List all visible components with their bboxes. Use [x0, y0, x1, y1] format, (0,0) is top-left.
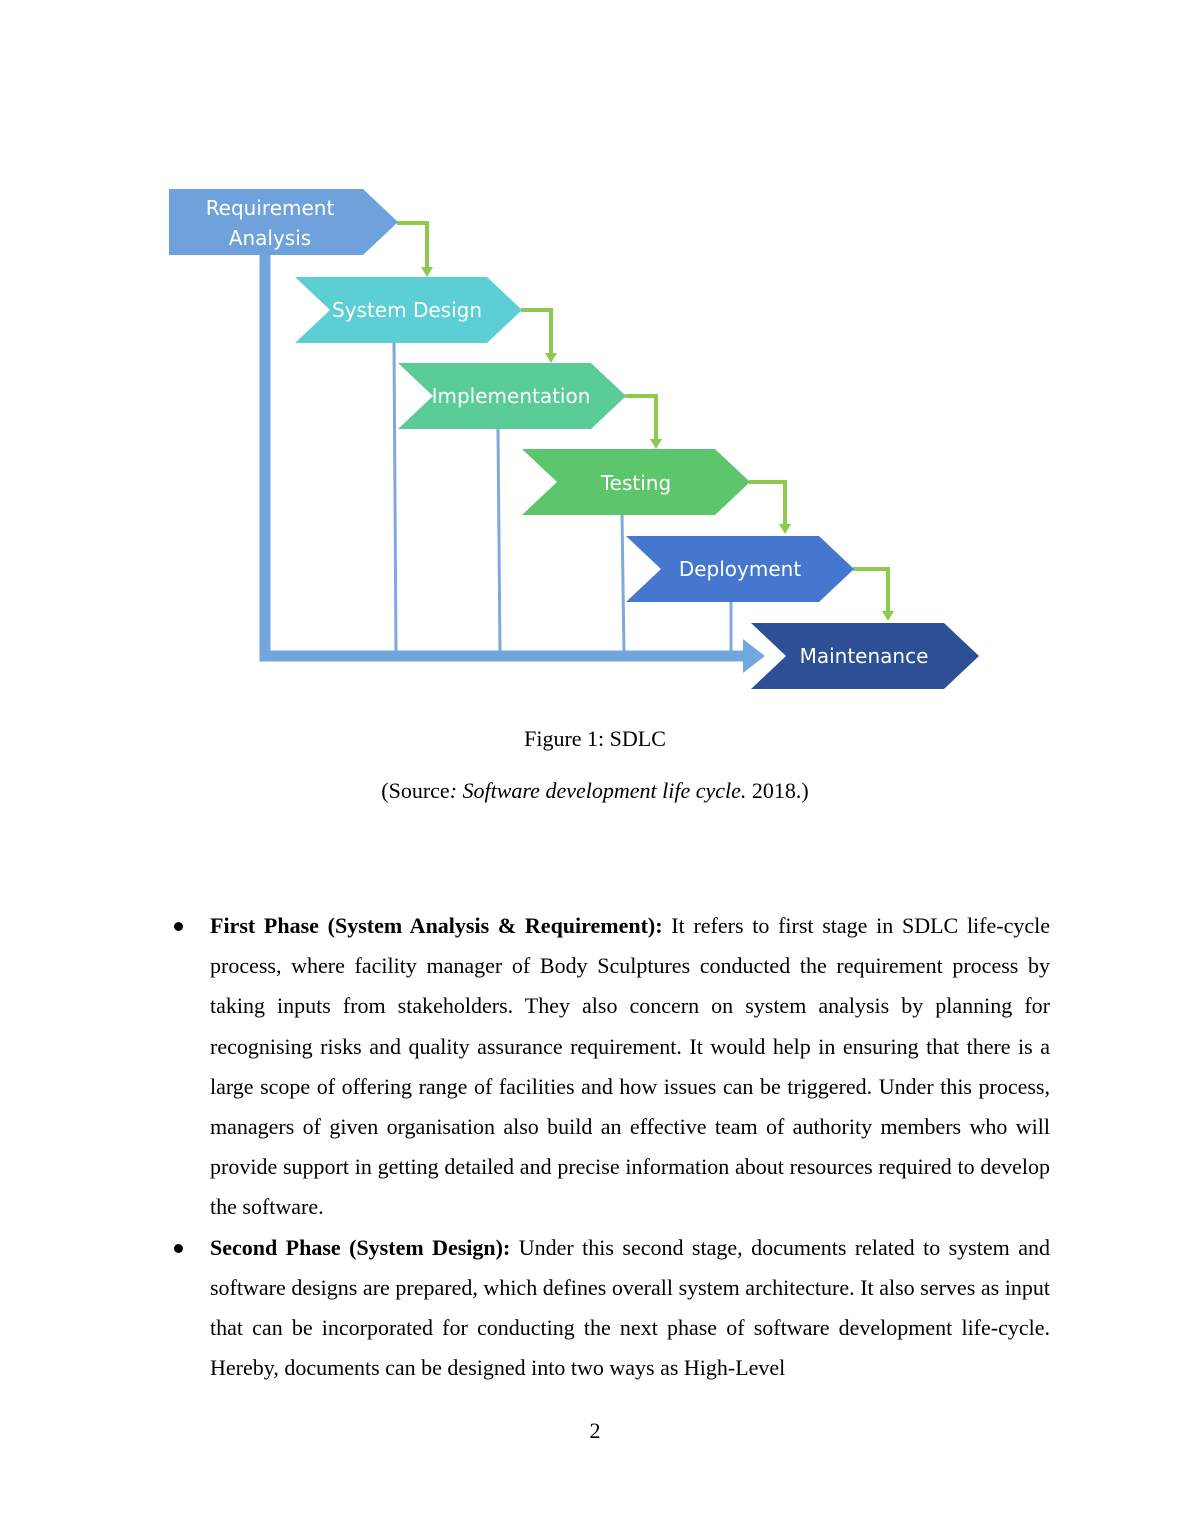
bullet-dot-icon: [174, 922, 183, 931]
source-close: 2018.): [746, 778, 809, 803]
stage-maintenance: Maintenance: [751, 623, 979, 689]
bullet-text: It refers to first stage in SDLC life-cy…: [210, 913, 1050, 1220]
connector-5: [853, 567, 894, 621]
page-number: 2: [589, 1418, 601, 1443]
stage-deployment: Deployment: [626, 536, 854, 602]
source-open: (Source: [381, 778, 450, 803]
bullet-text: Under this second stage, documents relat…: [210, 1234, 1050, 1381]
feedback-line-design: [392, 342, 398, 654]
sdlc-waterfall-diagram: Requirement Analysis System Design Imple…: [169, 189, 979, 689]
stage-label-line-2: Analysis: [229, 226, 311, 250]
stage-shape: [626, 536, 854, 602]
stage-label-line-1: Requirement: [206, 196, 335, 220]
stage-label: Deployment: [679, 557, 801, 581]
stage-label: Implementation: [432, 384, 591, 408]
stage-label: Maintenance: [800, 644, 929, 668]
connector-4: [749, 480, 791, 534]
return-path: [259, 253, 747, 662]
feedback-lines: [392, 342, 733, 654]
stage-shape: [295, 277, 522, 343]
stage-testing: Testing: [522, 449, 750, 515]
connector-2: [521, 308, 557, 363]
stage-implementation: Implementation: [398, 363, 626, 429]
source-title: : Software development life cycle.: [449, 778, 747, 803]
feedback-line-implementation: [496, 428, 502, 654]
phase-bullet-list: First Phase (System Analysis & Requireme…: [172, 906, 1050, 1388]
figure-caption: Figure 1: SDLC: [524, 726, 666, 751]
return-path-arrowhead: [743, 639, 765, 673]
feedback-line-testing: [620, 514, 626, 654]
bullet-heading: Second Phase (System Design):: [210, 1234, 511, 1260]
connector-3: [625, 394, 662, 449]
step-connectors: [397, 221, 894, 621]
stage-system-design: System Design: [295, 277, 522, 343]
bullet-dot-icon: [174, 1243, 183, 1253]
bullet-second-phase: Second Phase (System Design): Under this…: [172, 1228, 1050, 1389]
stage-label: Testing: [600, 471, 671, 495]
stage-shape: [522, 449, 750, 515]
stage-shape: [398, 363, 626, 429]
stage-shape: [751, 623, 979, 689]
stage-label: System Design: [332, 298, 482, 322]
stage-shape: [169, 189, 398, 255]
connector-1: [397, 221, 433, 277]
bullet-heading: First Phase (System Analysis & Requireme…: [210, 913, 663, 938]
figure-source: (Source: Software development life cycle…: [0, 778, 1190, 804]
stage-requirement-analysis: Requirement Analysis: [169, 189, 398, 255]
bullet-first-phase: First Phase (System Analysis & Requireme…: [172, 906, 1050, 1228]
